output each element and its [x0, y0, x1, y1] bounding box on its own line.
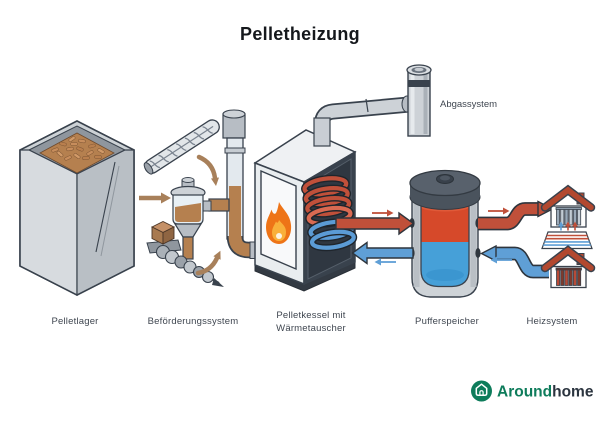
hot-supply-pipe-tank-to-house: [478, 200, 555, 231]
pellet-boiler-illustration: [253, 117, 358, 292]
label-pelletlager: Pelletlager: [51, 316, 98, 327]
house-radiator-icon: [540, 184, 596, 228]
heating-system-illustration: [540, 184, 596, 289]
tank-liquid: [420, 202, 470, 288]
label-abgassystem: Abgassystem: [440, 99, 497, 110]
label-heizsystem: Heizsystem: [526, 316, 577, 327]
flame-icon: [266, 202, 292, 244]
aroundhome-logo: Aroundhome: [471, 380, 594, 402]
cyclone-separator: [170, 177, 230, 260]
page-title: Pelletheizung: [240, 24, 360, 44]
pellet-flow-arrows: [139, 154, 221, 276]
radiator-icon: [555, 207, 582, 226]
hot-supply-pipe-boiler-to-tank: [335, 211, 415, 236]
logo-text-home: home: [552, 384, 594, 401]
logo-wordmark: Aroundhome: [497, 384, 594, 401]
label-pufferspeicher: Pufferspeicher: [415, 316, 479, 327]
house-radiator-warm-icon: [540, 245, 596, 289]
chimney: [406, 64, 432, 137]
label-pelletkessel-line1: Pelletkessel mit: [276, 310, 345, 321]
cold-return-pipe-house-to-tank: [479, 244, 549, 279]
cold-return-pipe-tank-to-boiler: [351, 241, 414, 265]
pellet-pile: [39, 132, 115, 174]
drop-pipe: [222, 109, 262, 259]
flow-direction-arrows: [372, 207, 512, 266]
logo-text-around: Around: [497, 384, 552, 401]
heat-exchanger-coil: [301, 150, 358, 286]
conveying-system-illustration: [139, 109, 262, 287]
auger-motor: [146, 220, 224, 287]
floor-heating-icon: [541, 221, 593, 250]
label-pelletkessel-line2: Wärmetauscher: [276, 323, 346, 334]
buffer-tank-illustration: [409, 169, 481, 298]
pellet-storage-illustration: [19, 120, 135, 296]
label-befoerderungssystem: Beförderungssystem: [148, 316, 239, 327]
